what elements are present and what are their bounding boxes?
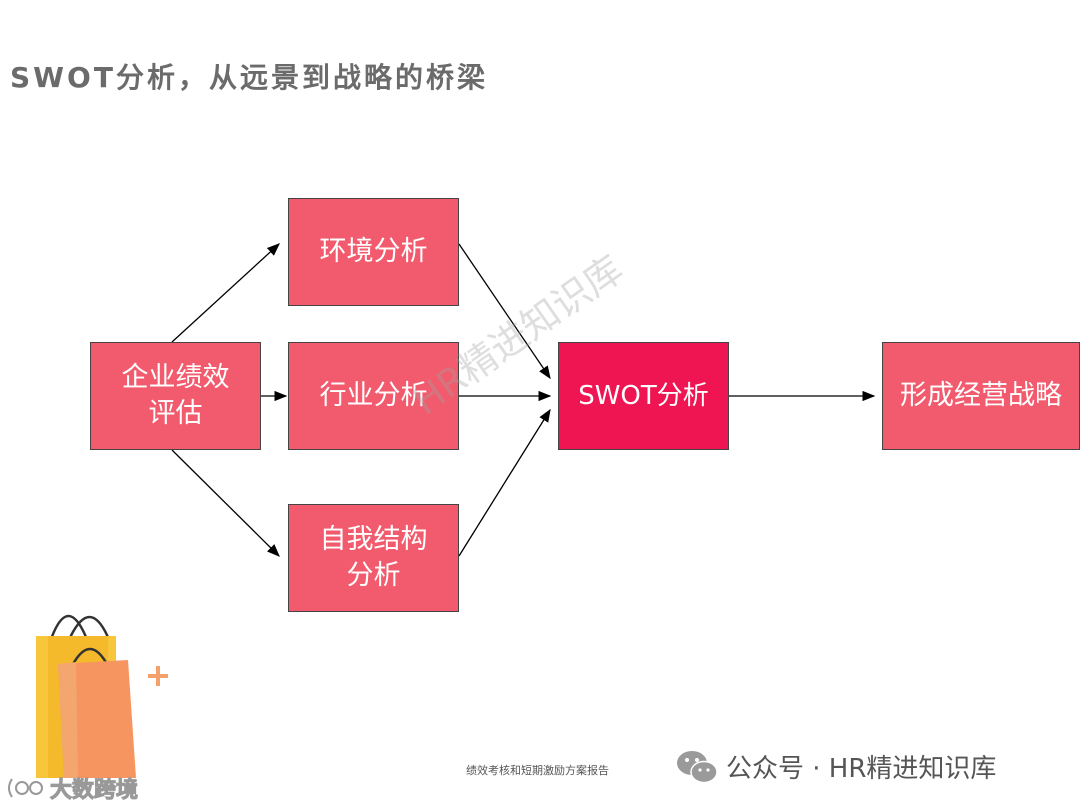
arrow-eval-to-self	[171, 449, 280, 557]
arrow-eval-to-env	[171, 243, 280, 343]
arrow-self-to-swot	[458, 408, 551, 557]
node-label: 自我结构	[319, 524, 428, 555]
node-label: 分析	[346, 560, 401, 591]
wechat-label: 公众号 · HR精进知识库	[726, 754, 997, 784]
node-label: 企业绩效	[121, 362, 230, 393]
node-industry-analysis: 行业分析	[288, 342, 459, 450]
node-label: SWOT分析	[578, 381, 709, 411]
plus-icon	[148, 666, 168, 686]
arrow-env-to-swot	[458, 243, 551, 380]
node-label: 环境分析	[319, 236, 428, 267]
node-performance-evaluation: 企业绩效 评估	[90, 342, 261, 450]
wechat-icon	[677, 750, 718, 783]
node-environment-analysis: 环境分析	[288, 198, 459, 306]
node-label: 形成经营战略	[900, 380, 1062, 411]
shopping-bags-icon	[28, 596, 178, 790]
brand-logo: 大数跨境	[6, 772, 139, 804]
node-swot-analysis: SWOT分析	[558, 342, 729, 450]
report-name: 绩效考核和短期激励方案报告	[466, 764, 609, 777]
page-title: SWOT分析，从远景到战略的桥梁	[10, 61, 488, 94]
node-label: 评估	[148, 398, 203, 429]
node-business-strategy: 形成经营战略	[882, 342, 1080, 450]
wechat-account: 公众号 · HR精进知识库	[676, 748, 996, 785]
brand-logo-icon	[8, 778, 43, 798]
node-label: 行业分析	[319, 380, 428, 411]
brand-logo-text: 大数跨境	[49, 778, 139, 804]
node-self-structure-analysis: 自我结构 分析	[288, 504, 459, 612]
